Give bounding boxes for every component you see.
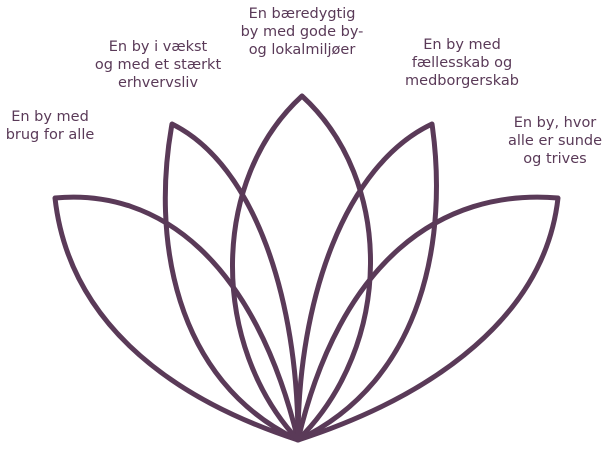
label-vaekst-erhvervsliv: En by i vækst og med et stærkt erhvervsl… bbox=[88, 38, 228, 92]
label-faellesskab-medborgerskab: En by med fællesskab og medborgerskab bbox=[392, 36, 532, 90]
label-sunde-og-trives: En by, hvor alle er sunde og trives bbox=[480, 114, 614, 168]
label-brug-for-alle: En by med brug for alle bbox=[0, 108, 100, 144]
label-baeredygtig-by: En bæredygtig by med gode by- og lokalmi… bbox=[232, 5, 372, 59]
